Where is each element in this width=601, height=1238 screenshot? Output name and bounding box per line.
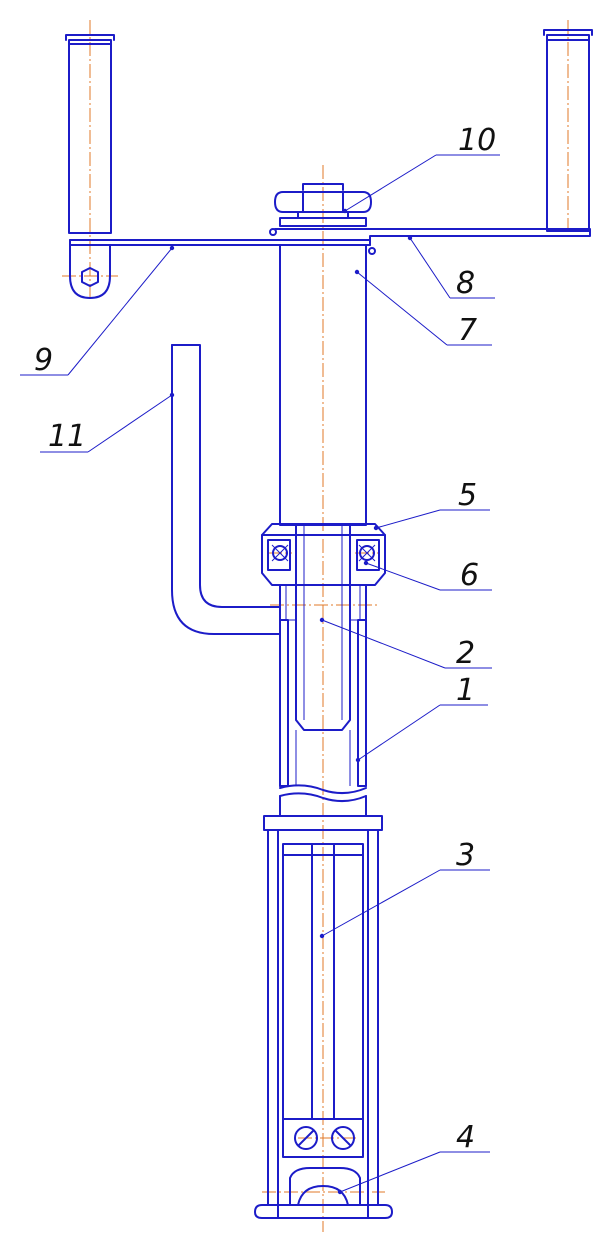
leaders xyxy=(20,154,500,1195)
base-foot xyxy=(254,1167,393,1219)
hook-rod xyxy=(171,344,281,635)
nut-housing xyxy=(261,523,386,586)
callout-8: 8 xyxy=(456,266,475,301)
callout-5: 5 xyxy=(458,478,477,513)
clamp-block xyxy=(282,1118,364,1158)
callout-10: 10 xyxy=(458,123,496,158)
screw-shaft xyxy=(285,523,361,731)
outer-tube xyxy=(279,584,367,817)
callout-2: 2 xyxy=(456,636,475,671)
callout-11: 11 xyxy=(48,419,86,454)
callout-1: 1 xyxy=(456,673,475,708)
centerlines xyxy=(62,20,569,1232)
callout-labels: 10 8 9 7 11 5 6 2 1 3 4 xyxy=(34,123,496,1155)
crossbar xyxy=(69,228,591,299)
left-handle xyxy=(65,34,115,234)
callout-3: 3 xyxy=(456,838,475,873)
callout-4: 4 xyxy=(456,1120,475,1155)
callout-7: 7 xyxy=(458,313,477,348)
callout-9: 9 xyxy=(34,343,53,378)
callout-6: 6 xyxy=(460,558,479,593)
right-handle xyxy=(543,29,593,232)
